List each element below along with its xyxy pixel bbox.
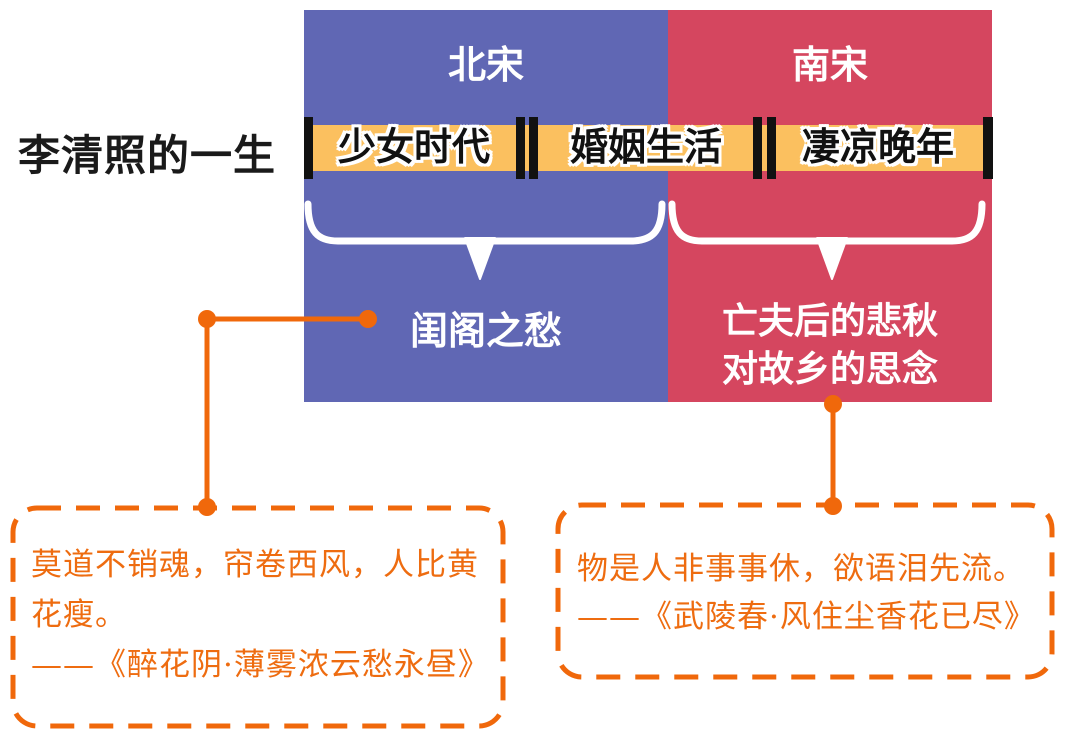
- southern-song-label: 南宋: [791, 45, 868, 87]
- page-title: 李清照的一生: [18, 132, 277, 179]
- quote-south-text: 物是人非事事休，欲语泪先流。: [577, 551, 1025, 587]
- timeline-bar-divider-2b: [767, 117, 776, 179]
- timeline-bar-divider-1a: [516, 117, 525, 179]
- timeline-segment-girlhood: 少女时代: [337, 127, 491, 169]
- timeline-bar-start: [304, 117, 313, 179]
- quote-card-north: 莫道不销魂，帘卷西风，人比黄花瘦。 ——《醉花阴·薄雾浓云愁永昼》: [13, 508, 503, 726]
- quote-card-south: 物是人非事事休，欲语泪先流。 ——《武陵春·风住尘香花已尽》: [558, 505, 1052, 677]
- timeline-band: 少女时代 婚姻生活 凄凉晚年: [304, 117, 993, 179]
- quote-south-attribution: ——《武陵春·风住尘香花已尽》: [577, 599, 1036, 635]
- timeline-bar-divider-1b: [529, 117, 538, 179]
- theme-north-label: 闺阁之愁: [409, 311, 562, 353]
- connector-north-dot-corner: [198, 310, 216, 328]
- theme-south-label: 亡夫后的悲秋 对故乡的思念: [668, 297, 992, 393]
- timeline-segment-marriage: 婚姻生活: [569, 127, 723, 169]
- theme-south-line2: 对故乡的思念: [721, 348, 938, 389]
- quote-north-text: 莫道不销魂，帘卷西风，人比黄花瘦。: [31, 547, 479, 633]
- quote-north-attribution: ——《醉花阴·薄雾浓云愁永昼》: [31, 647, 490, 683]
- theme-south-line1: 亡夫后的悲秋: [721, 300, 938, 341]
- timeline-bar-end: [983, 117, 993, 179]
- timeline-bar-divider-2a: [753, 117, 762, 179]
- timeline-segment-late-years: 凄凉晚年: [801, 127, 955, 169]
- northern-song-label: 北宋: [447, 45, 524, 87]
